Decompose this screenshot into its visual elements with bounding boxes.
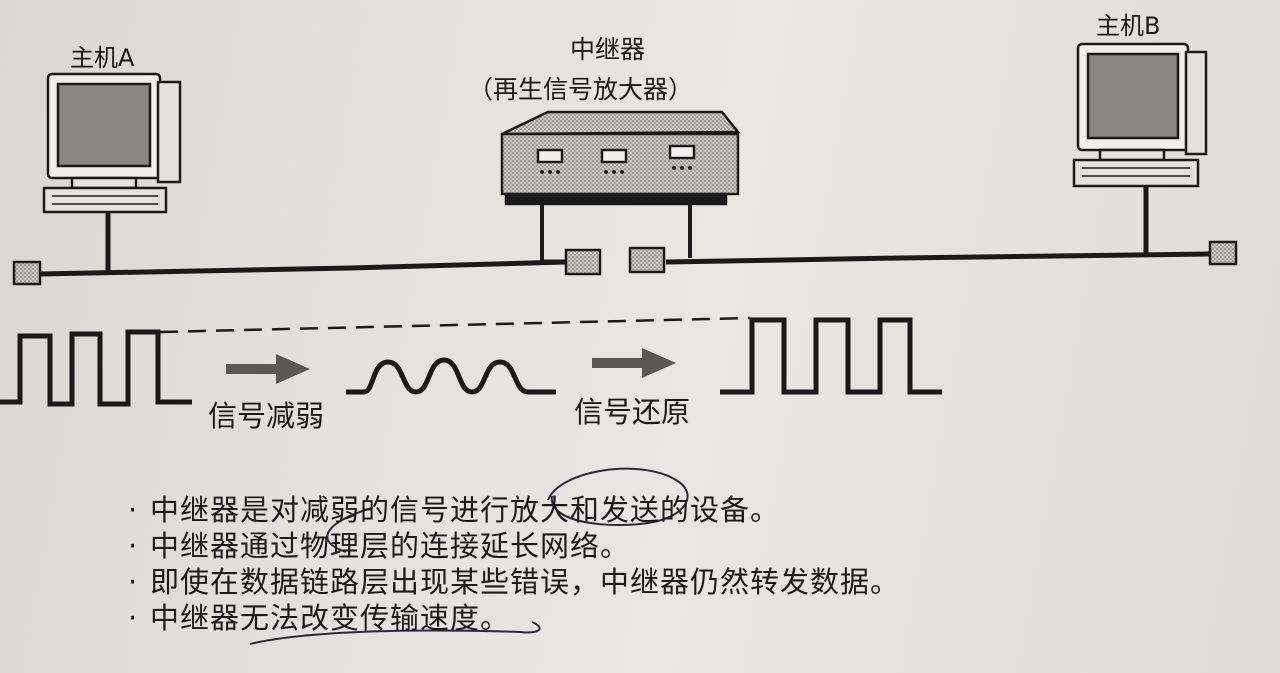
host-a-computer-icon: [42, 72, 182, 214]
bullet-item: ·中继器通过物理层的连接延长网络。: [128, 529, 631, 563]
repeater-title: 中继器: [570, 35, 645, 64]
repeater-port-left-icon: [564, 248, 602, 276]
signal-level-dashed-line: [159, 316, 751, 334]
host-b-computer-icon: [1072, 42, 1208, 188]
restore-label: 信号还原: [574, 395, 690, 429]
bullet-item: ·即使在数据链路层出现某些错误，中继器仍然转发数据。: [128, 565, 901, 599]
handwritten-annotation-marks: [249, 467, 689, 645]
terminator-right-icon: [1208, 240, 1238, 266]
network-cable-right: [665, 186, 1211, 265]
repeater-device-icon: [500, 110, 741, 262]
bullet-item: ·中继器无法改变传输速度。: [128, 601, 511, 635]
original-square-wave: [0, 329, 192, 407]
weaken-label: 信号减弱: [208, 399, 324, 433]
weaken-arrow-icon: [226, 354, 310, 384]
host-a-label: 主机A: [70, 44, 135, 72]
host-b-label: 主机B: [1096, 12, 1160, 40]
restore-arrow-icon: [592, 348, 676, 378]
repeater-subtitle: （再生信号放大器）: [468, 75, 693, 104]
feature-bullet-list: ·中继器是对减弱的信号进行放大和发送的设备。 ·中继器通过物理层的连接延长网络。…: [128, 492, 1128, 636]
network-cable-left: [39, 212, 568, 277]
weakened-wave: [346, 357, 556, 395]
repeater-port-right-icon: [628, 246, 666, 274]
bullet-item: ·中继器是对减弱的信号进行放大和发送的设备。: [128, 493, 781, 527]
restored-square-wave: [720, 317, 942, 395]
terminator-left-icon: [12, 260, 42, 286]
